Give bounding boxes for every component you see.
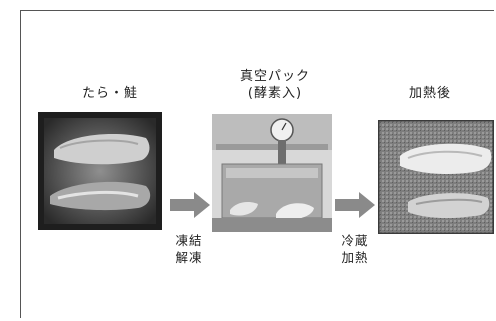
step-3-title: 加熱後: [408, 86, 451, 101]
step-2-photo-vacuum-pack: [212, 114, 332, 232]
step-1-photo-raw-fish: [38, 112, 162, 230]
arrow-1-icon: [170, 192, 210, 218]
transition-1-caption: 凍結 解凍: [175, 233, 203, 265]
step-1-title: たら・鮭: [81, 86, 138, 101]
arrow-2-icon: [335, 192, 375, 218]
step-2-title: 真空パック (酵素入): [239, 69, 310, 101]
transition-2-caption: 冷蔵 加熱: [341, 233, 369, 265]
figure-frame: [20, 10, 494, 318]
step-3-photo-cooked-fish: [378, 120, 494, 234]
